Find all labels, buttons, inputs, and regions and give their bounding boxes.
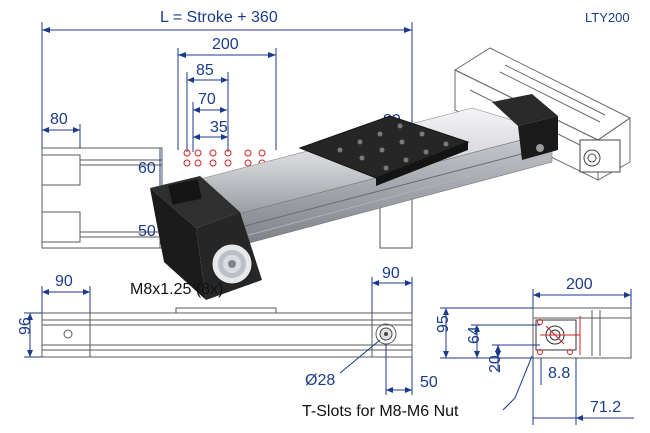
thread-label: M8x1.25 (8x)	[130, 281, 223, 298]
height-60-label: 60	[138, 160, 156, 177]
end-view	[532, 307, 632, 359]
carriage-width-label: 200	[212, 36, 239, 53]
end-80-left-dimension: 80	[42, 111, 81, 148]
side-90-right-dimension: 90	[371, 265, 413, 313]
end-height-95-label: 95	[435, 315, 452, 333]
end-height-20-dimension: 20	[487, 344, 540, 373]
height-60-dimension: 60	[138, 150, 161, 185]
end-71-2-dimension: 71.2	[533, 358, 634, 425]
end-width-200-dimension: 200	[532, 276, 632, 308]
length-label: L = Stroke + 360	[160, 9, 278, 26]
hole-markers	[183, 149, 266, 167]
height-50-dimension: 50	[138, 223, 156, 240]
carriage-width-dimension: 200	[177, 36, 277, 150]
tslots-label: T-Slots for M8-M6 Nut	[302, 403, 459, 420]
hole-70-dimension: 70	[192, 91, 227, 152]
side-90-left-label: 90	[55, 273, 73, 290]
end-71-2-label: 71.2	[590, 399, 621, 416]
bore-label: Ø28	[305, 372, 335, 389]
hole-70-label: 70	[198, 91, 216, 108]
hole-35-dimension: 35	[193, 119, 228, 140]
tslots-leader: T-Slots for M8-M6 Nut	[302, 355, 533, 420]
end-80-left-label: 80	[50, 111, 68, 128]
length-dimension: L = Stroke + 360	[41, 9, 413, 148]
hole-85-label: 85	[196, 62, 214, 79]
side-90-right-label: 90	[382, 265, 400, 282]
end-height-20-label: 20	[487, 355, 504, 373]
end-height-64-label: 64	[466, 326, 483, 344]
end-height-64-dimension: 64	[466, 324, 540, 358]
offset-50-dimension: 50	[385, 344, 438, 395]
side-view	[41, 307, 413, 358]
offset-50-label: 50	[420, 374, 438, 391]
height-96-label: 96	[17, 317, 34, 335]
bore-leader: Ø28	[305, 339, 381, 389]
end-height-95-dimension: 95	[435, 307, 533, 359]
hole-85-dimension: 85	[186, 62, 229, 152]
model-label: LTY200	[585, 10, 630, 25]
hole-35-label: 35	[210, 119, 228, 136]
side-90-left-dimension: 90	[41, 273, 91, 313]
height-96-dimension: 96	[17, 312, 42, 358]
end-width-200-label: 200	[566, 276, 593, 293]
actuator-render	[150, 94, 558, 300]
height-50-label: 50	[138, 223, 156, 240]
end-8-8-dimension: 8.8	[532, 358, 570, 425]
end-8-8-label: 8.8	[548, 365, 570, 382]
